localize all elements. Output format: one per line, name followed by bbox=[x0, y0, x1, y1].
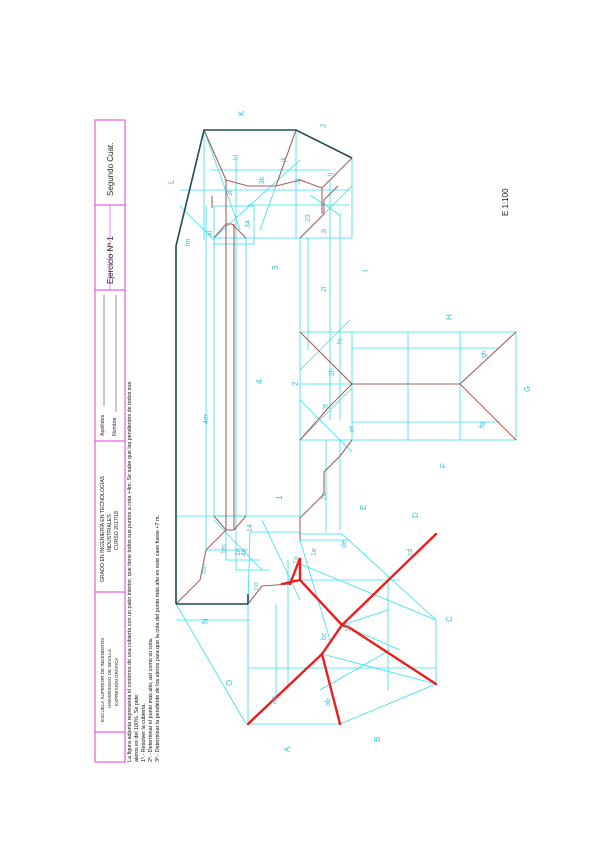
ridge-label-4l: 4l bbox=[207, 230, 214, 236]
edge-label-I: I bbox=[361, 270, 370, 272]
degree-line-1: GRADO EN INGENIERÍA EN TECNOLOGÍAS bbox=[99, 475, 106, 582]
edge-label-G: G bbox=[523, 386, 532, 392]
construction-lines bbox=[175, 129, 517, 725]
edge-labels: A B C D E F G H I J K L N O bbox=[167, 110, 532, 752]
ridge-label-3j: 3j bbox=[295, 178, 302, 184]
face-label-3: 3 bbox=[271, 265, 280, 270]
ridge-label-no: no bbox=[253, 582, 260, 590]
edge-label-A: A bbox=[283, 746, 292, 752]
statement-line-4: 2º.- Determinar el punto más alto, así c… bbox=[148, 638, 154, 762]
face-label-14: 14 bbox=[247, 524, 254, 532]
edge-label-H: H bbox=[445, 314, 454, 320]
statement-line-5: 3º.- Determinar la pendiente de los aler… bbox=[155, 515, 161, 762]
nombre-label: Nombre bbox=[112, 417, 118, 436]
ridge-label-ef: ef bbox=[349, 426, 356, 432]
ridge-label-kl: kl bbox=[233, 155, 240, 161]
ridge-labels: ab bc cd de ef fg gh hi ij jk kl lm mn n… bbox=[185, 155, 488, 707]
ridge-label-hi: hi bbox=[337, 338, 344, 344]
edge-label-K: K bbox=[237, 110, 246, 116]
edge-label-C: C bbox=[445, 616, 454, 622]
ridge-label-de: de bbox=[341, 540, 348, 548]
ridge-label-ab: ab bbox=[325, 698, 332, 706]
statement-line-2: aleros es del 100%. Se pide: bbox=[134, 693, 140, 762]
school-line-1: ESCUELA SUPERIOR DE INGENIEROS bbox=[100, 638, 105, 722]
degree-line-3: CURSO 2017/18 bbox=[114, 511, 120, 550]
school-line-3: EXPRESIÓN GRÁFICA bbox=[113, 657, 119, 706]
ridge-label-1o: 1o bbox=[293, 556, 300, 564]
highlighted-ridges bbox=[246, 532, 438, 726]
edge-label-N: N bbox=[201, 618, 210, 624]
ridge-label-1e: 1e bbox=[311, 548, 318, 556]
ridge-label-lm: lm bbox=[185, 238, 192, 246]
face-label-2: 2 bbox=[291, 381, 300, 386]
edge-label-L: L bbox=[167, 179, 176, 184]
ridge-label-2f: 2f bbox=[323, 404, 330, 410]
ridge-label-1m: 1m bbox=[221, 544, 228, 554]
ridge-label-jk: jk bbox=[281, 156, 288, 163]
ridge-label-2i: 2i bbox=[321, 286, 328, 292]
ridge-label-3i: 3i bbox=[321, 228, 328, 234]
exercise-number: Ejercicio Nº 1 bbox=[106, 236, 115, 284]
edge-label-B: B bbox=[373, 737, 382, 742]
roof-solution-lines bbox=[175, 129, 517, 605]
edge-label-O: O bbox=[225, 680, 234, 686]
ridge-label-ij: ij bbox=[327, 172, 334, 176]
ridge-label-fg: fg bbox=[479, 422, 486, 428]
edge-label-D: D bbox=[411, 512, 420, 518]
edge-label-J: J bbox=[319, 124, 328, 128]
statement-line-1: La figura adjunta representa el contorno… bbox=[127, 382, 133, 762]
face-label-1: 1 bbox=[275, 495, 284, 500]
ridge-label-1d: 1d bbox=[345, 624, 352, 632]
roof-outline bbox=[175, 129, 353, 605]
ridge-label-cd: cd bbox=[407, 549, 414, 557]
ridge-label-gh: gh bbox=[481, 350, 488, 358]
ridge-label-ao: ao bbox=[271, 696, 278, 704]
school-line-2: UNIVERSIDAD DE SEVILLA bbox=[107, 648, 112, 708]
ridge-label-1n: 1n bbox=[235, 548, 242, 556]
scale-label: E 1:100 bbox=[501, 188, 510, 216]
ridge-label-bc: bc bbox=[321, 632, 328, 640]
apellidos-label: Apellidos bbox=[100, 415, 106, 436]
edge-label-F: F bbox=[439, 463, 448, 468]
ridge-label-3l: 3l bbox=[227, 190, 234, 196]
ridge-label-3k: 3k bbox=[259, 176, 266, 184]
statement-line-3: 1º.- Resolver la cubierta. bbox=[141, 703, 147, 762]
ridge-label-4n: 4n bbox=[241, 548, 248, 556]
face-label-4: 4 bbox=[255, 379, 264, 384]
ridge-label-4m: 4m bbox=[203, 414, 210, 424]
term-label: Segundo Cuat. bbox=[106, 143, 115, 196]
statement: La figura adjunta representa el contorno… bbox=[127, 382, 161, 762]
face-labels: 1 2 3 4 14 23 34 bbox=[245, 214, 312, 532]
ridge-label-mn: mn bbox=[201, 564, 208, 574]
face-label-23: 23 bbox=[305, 214, 312, 222]
edge-label-E: E bbox=[359, 505, 368, 510]
degree-line-2: INDUSTRIALES bbox=[107, 514, 113, 552]
ridge-label-2e: 2e bbox=[321, 492, 328, 500]
title-block: ESCUELA SUPERIOR DE INGENIEROS UNIVERSID… bbox=[94, 119, 126, 763]
ridge-label-2h: 2h bbox=[329, 368, 336, 376]
face-label-34: 34 bbox=[245, 220, 252, 228]
